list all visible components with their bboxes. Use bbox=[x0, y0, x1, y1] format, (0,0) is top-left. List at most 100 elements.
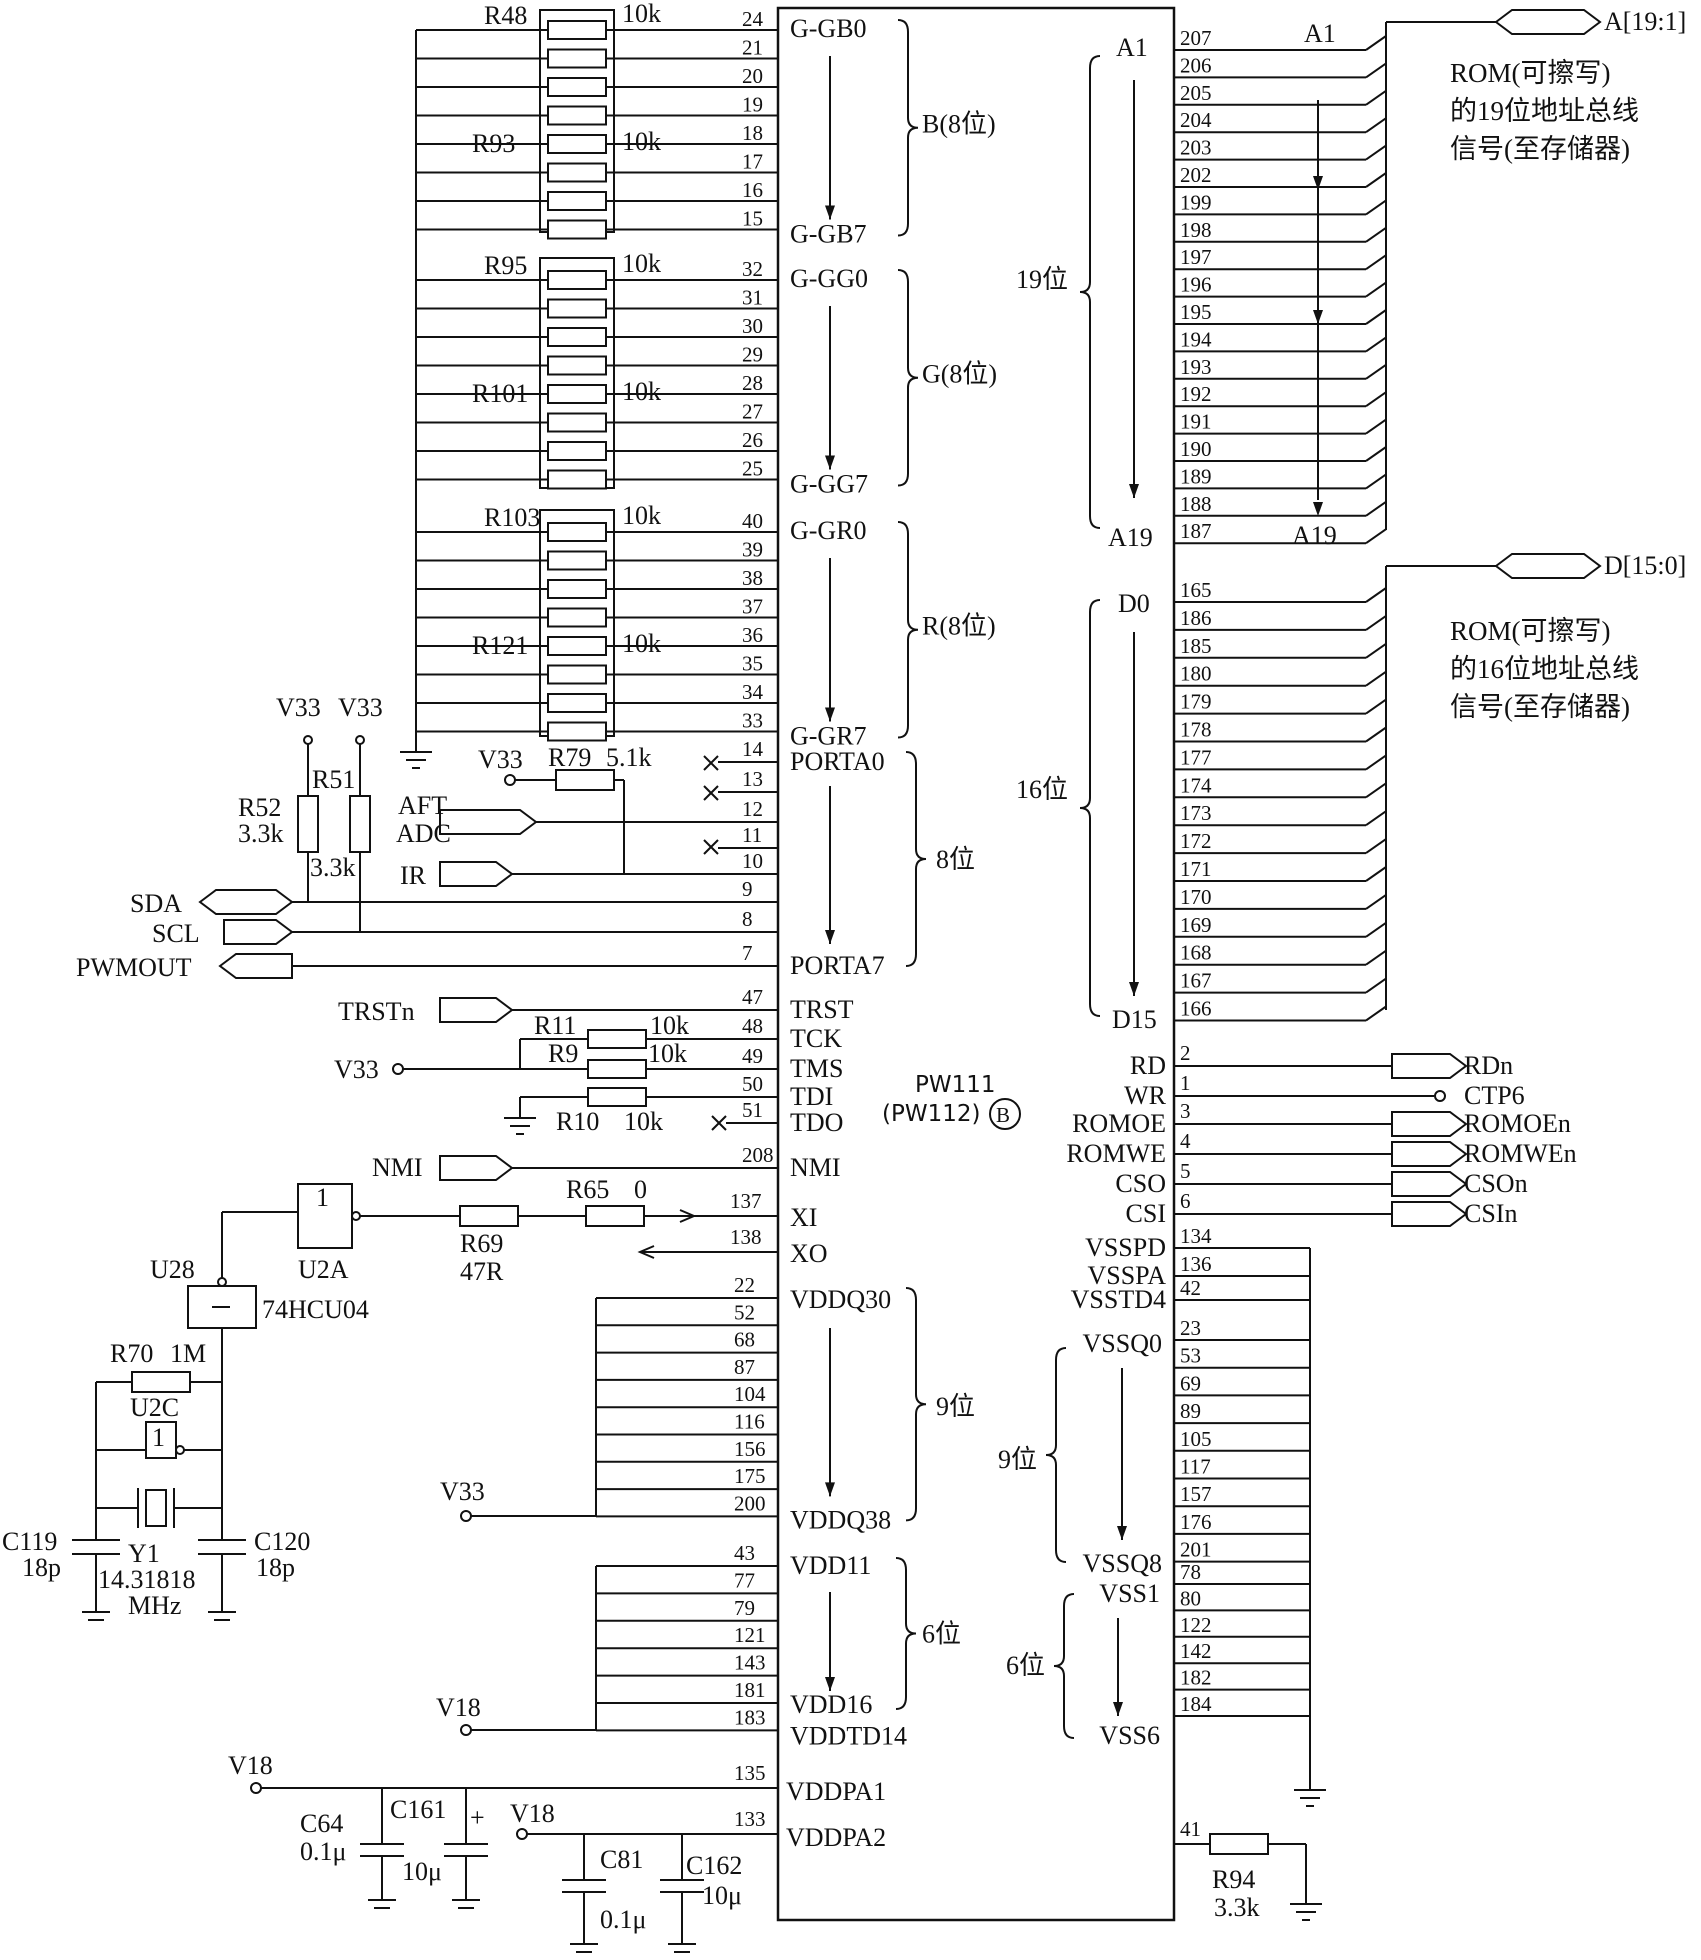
control-net-label: ROMOEn bbox=[1464, 1109, 1571, 1138]
pin-number: 189 bbox=[1180, 464, 1212, 488]
pin-number: 192 bbox=[1180, 382, 1212, 406]
address-flow-arrow-head bbox=[1313, 310, 1323, 324]
aft-label: AFT bbox=[398, 791, 447, 820]
group-brace bbox=[905, 1287, 927, 1522]
r79-body bbox=[555, 769, 615, 791]
pin-number: 185 bbox=[1180, 634, 1212, 658]
r10-label: R10 bbox=[556, 1107, 599, 1136]
nc-mark bbox=[711, 1115, 727, 1131]
group-brace bbox=[897, 521, 919, 739]
signal-end-label: VDDQ38 bbox=[790, 1505, 891, 1534]
u2a-bubble bbox=[351, 1211, 361, 1221]
pin-number: 178 bbox=[1180, 718, 1212, 742]
resistor-body bbox=[547, 298, 607, 319]
pin-number: 8 bbox=[742, 907, 753, 931]
signal-label: VSSPD bbox=[1085, 1233, 1166, 1262]
resistor-body bbox=[547, 134, 607, 154]
output-port bbox=[1391, 1053, 1468, 1079]
r10-body bbox=[587, 1087, 647, 1107]
group-brace-label: 19位 bbox=[1016, 265, 1068, 294]
pin-number: 122 bbox=[1180, 1613, 1212, 1637]
control-net-label: CTP6 bbox=[1464, 1081, 1525, 1110]
nc-mark bbox=[703, 785, 719, 801]
data-bus-entry bbox=[1365, 866, 1387, 882]
address-bus-entry bbox=[1365, 89, 1387, 106]
r11-value: 10k bbox=[650, 1011, 689, 1040]
address-bus-entry bbox=[1365, 117, 1387, 134]
pin-number: 2 bbox=[1180, 1041, 1191, 1065]
c161-value: 10μ bbox=[402, 1857, 442, 1886]
v33-node bbox=[303, 735, 313, 745]
address-bus-entry bbox=[1365, 199, 1387, 216]
group-brace-label: G(8位) bbox=[922, 360, 997, 389]
pin-number: 16 bbox=[742, 178, 763, 202]
v33-label: V33 bbox=[276, 693, 321, 722]
pin-number: 9 bbox=[742, 877, 753, 901]
r65-label: R65 bbox=[566, 1175, 609, 1204]
v33-label: V33 bbox=[440, 1477, 485, 1506]
v33-label: V33 bbox=[334, 1055, 379, 1084]
r65-body bbox=[585, 1205, 645, 1227]
v33-node bbox=[504, 774, 516, 786]
address-bus-entry bbox=[1365, 172, 1387, 188]
flow-arrow-head bbox=[825, 707, 835, 722]
pin-number: 29 bbox=[742, 343, 763, 367]
signal-label: NMI bbox=[790, 1153, 841, 1182]
address-bus-entry bbox=[1365, 446, 1387, 462]
pin-number: 69 bbox=[1180, 1371, 1201, 1395]
signal-end-label: G-GB7 bbox=[790, 220, 867, 249]
pin-number: 199 bbox=[1180, 190, 1212, 214]
group-brace-label: 8位 bbox=[936, 845, 975, 874]
address-bus-entry bbox=[1365, 418, 1387, 435]
resistor-top-value: 10k bbox=[622, 0, 661, 28]
pin-number: 207 bbox=[1180, 26, 1212, 50]
address-bus-entry bbox=[1365, 62, 1387, 79]
r70-value: 1M bbox=[170, 1339, 206, 1368]
ir-label: IR bbox=[400, 861, 427, 890]
resistor-top-label: R103 bbox=[484, 503, 540, 532]
signal-end-label: G-GG7 bbox=[790, 470, 868, 499]
resistor-body bbox=[547, 48, 607, 69]
pin-number: 105 bbox=[1180, 1427, 1212, 1451]
adc-port bbox=[439, 809, 538, 835]
c119-label: C119 bbox=[2, 1527, 57, 1556]
resistor-body bbox=[547, 412, 607, 433]
resistor-body bbox=[547, 327, 607, 347]
signal-start-label: G-GB0 bbox=[790, 14, 867, 43]
resistor-body bbox=[547, 355, 607, 376]
data-note-2: 的16位地址总线 bbox=[1450, 654, 1639, 684]
c161-plus: + bbox=[470, 1803, 485, 1832]
resistor-body bbox=[547, 20, 607, 40]
r94-label: R94 bbox=[1212, 1865, 1255, 1894]
c64-value: 0.1μ bbox=[300, 1837, 346, 1866]
pin-number: 38 bbox=[742, 566, 763, 590]
pin-number: 208 bbox=[742, 1143, 774, 1167]
pin-number: 181 bbox=[734, 1678, 766, 1702]
resistor-body bbox=[547, 441, 607, 461]
pin-number: 190 bbox=[1180, 437, 1212, 461]
flow-arrow-head bbox=[1117, 1526, 1127, 1540]
pin-number: 6 bbox=[1180, 1189, 1191, 1213]
u2c-gate-mark: 1 bbox=[152, 1423, 165, 1452]
pwmout-port bbox=[218, 953, 293, 979]
data-bus-entry bbox=[1365, 921, 1387, 938]
pin-number: 193 bbox=[1180, 355, 1212, 379]
resistor-body bbox=[547, 607, 607, 628]
flow-arrow-head bbox=[1129, 982, 1139, 996]
signal-label: ROMOE bbox=[1072, 1109, 1166, 1138]
address-bus-entry bbox=[1365, 35, 1387, 51]
address-wire-top: A1 bbox=[1304, 19, 1336, 48]
pin-number: 15 bbox=[742, 207, 763, 231]
v33-node bbox=[460, 1510, 472, 1522]
pin-number: 168 bbox=[1180, 941, 1212, 965]
u2c-bubble bbox=[175, 1445, 185, 1455]
r79-value: 5.1k bbox=[606, 743, 652, 772]
r70-body bbox=[131, 1371, 191, 1393]
pin-number: 177 bbox=[1180, 745, 1212, 769]
nmi-port bbox=[439, 1155, 514, 1181]
pin-number: 156 bbox=[734, 1437, 766, 1461]
signal-start-label: VDD11 bbox=[790, 1551, 871, 1580]
pin-number: 42 bbox=[1180, 1276, 1201, 1300]
data-bus-entry bbox=[1365, 977, 1387, 994]
pin-number: 47 bbox=[742, 985, 763, 1009]
